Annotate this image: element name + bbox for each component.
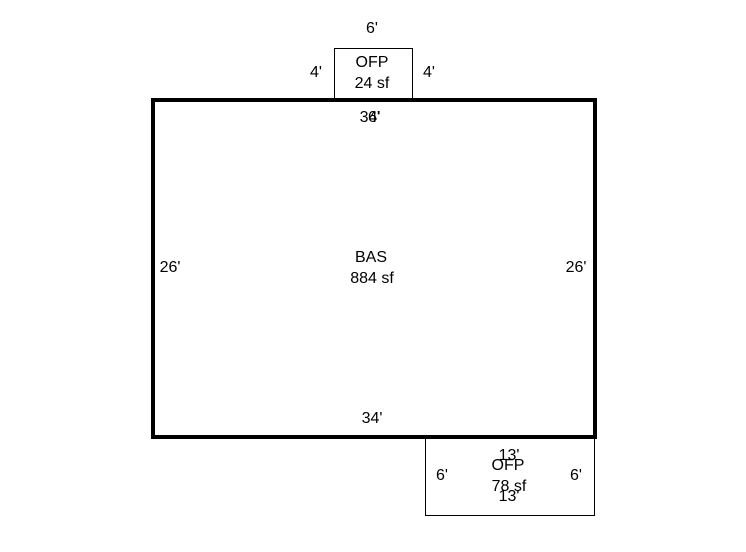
bas-area: 884 sf [350,270,394,287]
ofp-top-dim-left: 4' [310,64,322,81]
ofp-bottom-dim-right: 6' [570,467,582,484]
bas-outline [151,98,597,439]
ofp-bottom-dim-top: 13' [498,447,520,464]
ofp-top-code: OFP [355,54,389,71]
ofp-top-dim-bottom: 6' [368,109,380,126]
bas-dim-top: 34' [359,109,381,126]
bas-dim-right: 26' [565,259,587,276]
ofp-bottom-dim-bottom: 13' [498,488,520,505]
ofp-top-dim-right: 4' [423,64,435,81]
bas-dim-left: 26' [159,259,181,276]
ofp-bottom-code: OFP [491,457,525,474]
bas-dim-bottom: 34' [361,410,383,427]
bas-code: BAS [354,249,388,266]
ofp-top-area: 24 sf [354,75,390,92]
ofp-bottom-area: 78 sf [491,478,527,495]
ofp-bottom-dim-left: 6' [436,467,448,484]
ofp-top-dim-top: 6' [366,20,378,37]
